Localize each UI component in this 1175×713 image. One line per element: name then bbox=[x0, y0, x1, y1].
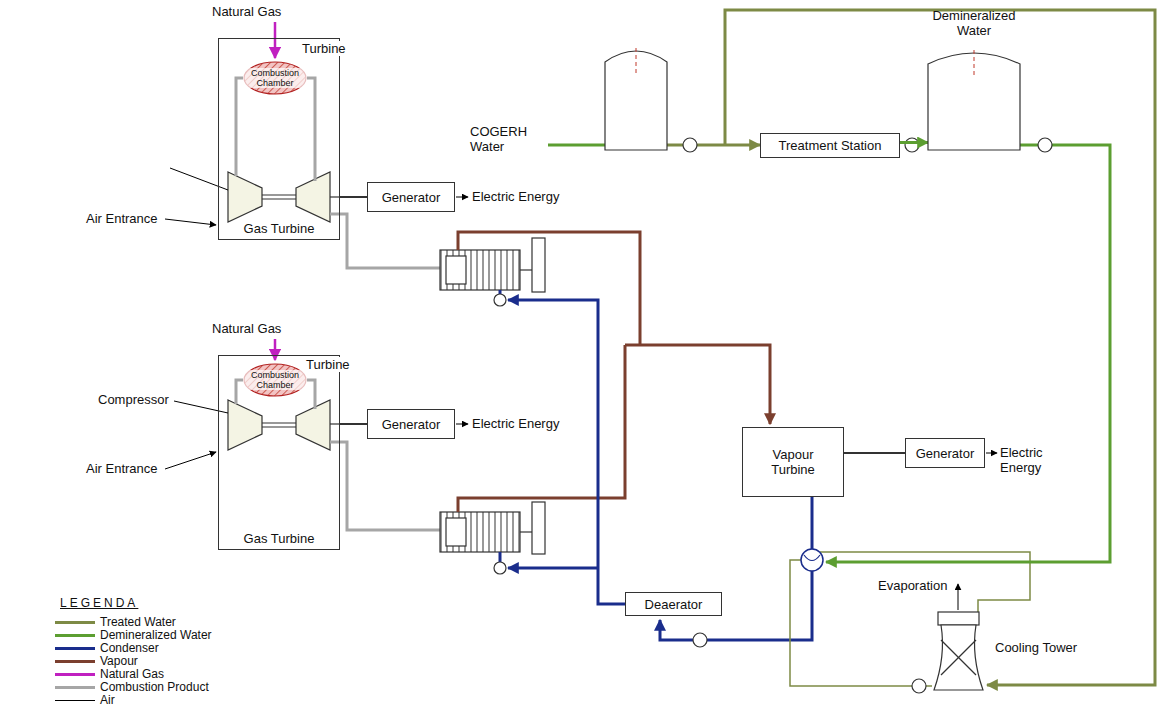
node-text: Gas Turbine bbox=[244, 531, 315, 546]
chamber-outline bbox=[244, 364, 306, 396]
legend-text: Vapour bbox=[100, 655, 138, 668]
vapour-line bbox=[458, 232, 770, 512]
drive-shaft bbox=[844, 452, 905, 454]
node-text: Combustion Chamber bbox=[243, 370, 307, 390]
combustion-product-line bbox=[236, 78, 440, 530]
fuel-label: Natural Gas bbox=[212, 4, 281, 19]
legend-swatch bbox=[55, 660, 95, 663]
condenser-symbol bbox=[801, 549, 823, 571]
node-text: Deaerator bbox=[645, 597, 703, 612]
output-label: Electric Energy bbox=[472, 416, 559, 431]
legend-text: Demineralized Water bbox=[100, 629, 212, 642]
legend-text: Natural Gas bbox=[100, 668, 164, 681]
generator-box: Generator bbox=[367, 409, 455, 439]
treated-water-line bbox=[667, 10, 1155, 686]
legend-swatch bbox=[55, 621, 95, 624]
treatment-station-box: Treatment Station bbox=[760, 133, 900, 158]
part-label: Turbine bbox=[300, 41, 348, 56]
combustion-chamber: Combustion Chamber bbox=[243, 61, 307, 95]
chamber-outline bbox=[244, 62, 306, 94]
node-text: Generator bbox=[916, 446, 975, 461]
cooling-tower bbox=[934, 612, 983, 690]
legend-text: Air bbox=[100, 694, 115, 707]
source-label: COGERH Water bbox=[470, 124, 540, 154]
generator-box: Generator bbox=[367, 182, 455, 212]
node-text: Treatment Station bbox=[779, 138, 882, 153]
legend-swatch bbox=[55, 673, 95, 676]
legend-swatch bbox=[55, 700, 95, 701]
node-text: Generator bbox=[382, 417, 441, 432]
part-label: Turbine bbox=[304, 357, 352, 372]
heat-recovery-boiler bbox=[440, 238, 545, 554]
legend-text: Combustion Product bbox=[100, 681, 209, 694]
legend-swatch bbox=[55, 634, 95, 637]
demineralized-water-line bbox=[548, 145, 1110, 562]
node-text: Vapour Turbine bbox=[755, 447, 831, 477]
fuel-label: Natural Gas bbox=[212, 321, 281, 336]
deaerator-box: Deaerator bbox=[625, 592, 722, 616]
water-tank bbox=[605, 48, 667, 150]
part-label: Cooling Tower bbox=[995, 640, 1077, 655]
air-line bbox=[165, 168, 997, 610]
legend-text: Treated Water bbox=[100, 616, 176, 629]
node-text: Generator bbox=[382, 190, 441, 205]
node-text: Gas Turbine bbox=[244, 221, 315, 236]
inlet-label: Air Entrance bbox=[86, 461, 158, 476]
generator-box: Generator bbox=[905, 438, 985, 468]
node-text: Demineralized Water bbox=[928, 8, 1020, 38]
gas-turbine-parts bbox=[228, 172, 330, 450]
output-label: Electric Energy bbox=[1000, 445, 1062, 475]
part-label: Compressor bbox=[98, 392, 169, 407]
legend-swatch bbox=[55, 647, 95, 650]
demineralized-water-tank: Demineralized Water bbox=[928, 8, 1020, 152]
gas-turbine-casing: Gas Turbine Combustion Chamber bbox=[218, 355, 340, 550]
vapour-turbine-box: Vapour Turbine bbox=[742, 427, 844, 497]
drive-shaft bbox=[340, 423, 367, 425]
legend-title: LEGENDA bbox=[60, 596, 138, 611]
gas-turbine-casing: Gas Turbine Combustion Chamber bbox=[218, 38, 340, 240]
flow-label: Evaporation bbox=[878, 578, 947, 593]
drive-shaft bbox=[340, 196, 367, 198]
combustion-chamber: Combustion Chamber bbox=[243, 363, 307, 397]
node-text: Combustion Chamber bbox=[243, 68, 307, 88]
legend-text: Condenser bbox=[100, 642, 159, 655]
pump-symbol bbox=[494, 138, 1052, 693]
inlet-label: Air Entrance bbox=[86, 211, 158, 226]
legend-swatch bbox=[55, 686, 95, 689]
pipe-connector bbox=[900, 141, 928, 144]
tank-centerline bbox=[974, 50, 975, 78]
output-label: Electric Energy bbox=[472, 189, 559, 204]
